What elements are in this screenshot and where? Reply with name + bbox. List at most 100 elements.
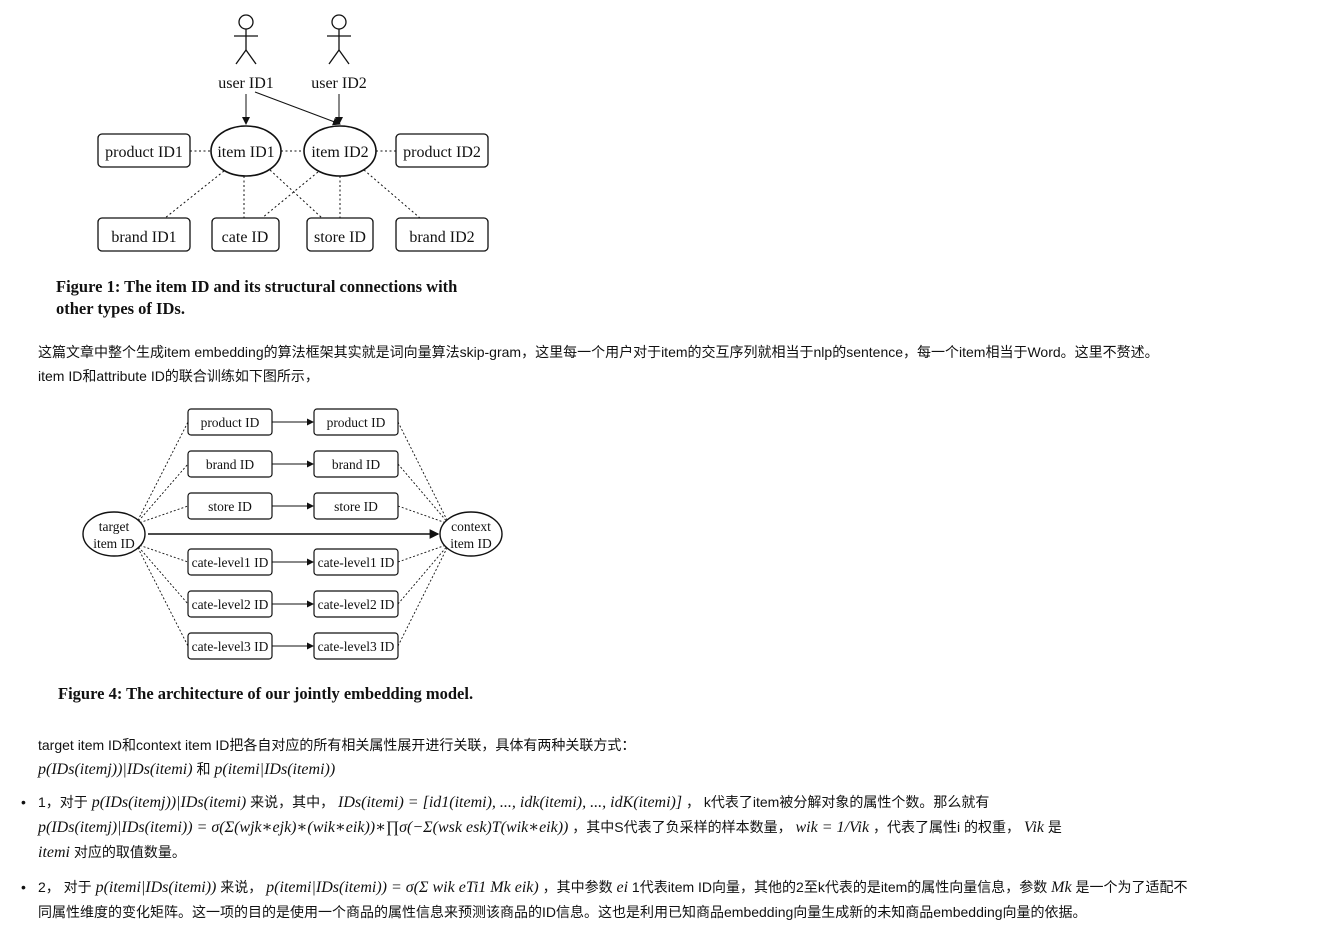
- figure-1-diagram: user ID1 user ID2 item ID1 item ID2 prod…: [97, 14, 489, 252]
- user-1-label: user ID1: [218, 75, 274, 92]
- figure-1-caption-line-2: other types of IDs.: [56, 299, 185, 318]
- intro-paragraph: 这篇文章中整个生成item embedding的算法框架其实就是词向量算法ski…: [38, 340, 1159, 388]
- left-product-id-label: product ID: [201, 415, 260, 430]
- bullet-1-formula-d: wik = 1/Vik: [795, 819, 870, 836]
- user-2-actor-icon: [327, 14, 351, 65]
- figure-4-caption: Figure 4: The architecture of our jointl…: [58, 684, 474, 703]
- cate-label: cate ID: [222, 229, 269, 246]
- edge-cate-level1-id-context: [397, 543, 450, 563]
- product-1-label: product ID1: [105, 144, 183, 161]
- right-cate-level2-id-node: [313, 590, 399, 618]
- bullet-2-formula-c: ei: [616, 879, 629, 896]
- bullet-1-prefix: 1，对于: [38, 794, 88, 810]
- context-item-label-1: context: [451, 519, 491, 534]
- edge-cate-level3-id-context: [397, 543, 450, 647]
- edge-target-product-id: [135, 421, 189, 525]
- bullet-1-formula-b: IDs(itemi) = [id1(itemi), ..., idk(itemi…: [338, 794, 683, 811]
- left-cate-level2-id-label: cate-level2 ID: [192, 597, 269, 612]
- edge-brand-id-context: [397, 463, 450, 525]
- right-store-id-label: store ID: [334, 499, 378, 514]
- bullet-1-formula-f: itemi: [38, 844, 70, 861]
- brand-2-label: brand ID2: [409, 229, 474, 246]
- bullet-2-formula-d: Mk: [1051, 879, 1072, 896]
- figure-4-diagram: product ID product ID brand ID brand ID stor…: [82, 408, 503, 660]
- bullet-1-text-1: 来说，其中，: [250, 794, 335, 810]
- right-cate-level3-id-node: [313, 632, 399, 660]
- right-brand-id-label: brand ID: [332, 457, 381, 472]
- store-node: [306, 217, 374, 252]
- bullet-2-prefix: 2， 对于: [38, 879, 92, 895]
- item-2-label: item ID2: [311, 144, 368, 161]
- bullet-1-text-2: ， k代表了item被分解对象的属性个数。那么就有: [686, 794, 990, 810]
- edge-target-brand-id: [135, 463, 189, 525]
- context-item-label-2: item ID: [450, 536, 492, 551]
- target-item-node: [82, 511, 146, 557]
- bullet-1-suffix: 对应的取值数量。: [73, 844, 186, 860]
- target-item-label-1: target: [99, 519, 130, 534]
- association-formulas: p(IDs(itemj))|IDs(itemi) 和 p(itemi|IDs(i…: [38, 757, 635, 782]
- bullet-1-formula-e: Vik: [1023, 819, 1045, 836]
- edge-target-store-id: [135, 505, 189, 525]
- bullet-2-text-3: 1代表item ID向量，其他的2至k代表的是item的属性向量信息，参数: [631, 879, 1048, 895]
- bullet-2-text-2: ，其中参数: [542, 879, 613, 895]
- figure-1-caption: Figure 1: The item ID and its structural…: [56, 276, 536, 320]
- bullet-2-line-1: 2， 对于 p(itemi|IDs(itemi)) 来说， p(itemi|ID…: [38, 875, 1336, 900]
- right-product-id-node: [313, 408, 399, 436]
- context-item-node: [439, 511, 503, 557]
- brand-1-label: brand ID1: [111, 229, 176, 246]
- edge-target-cate-level3-id: [135, 543, 189, 647]
- bullet-2-text-4: 是一个为了适配不: [1075, 879, 1188, 895]
- bullet-1-formula-a: p(IDs(itemj))|IDs(itemi): [91, 794, 247, 811]
- bullet-2-text-1: 来说，: [220, 879, 263, 895]
- brand-1-node: [97, 217, 191, 252]
- left-store-id-label: store ID: [208, 499, 252, 514]
- edge-target-cate-level1-id: [135, 543, 189, 563]
- edge-item2-cate: [261, 171, 319, 219]
- target-item-label-2: item ID: [93, 536, 135, 551]
- bullet-2-formula-a: p(itemi|IDs(itemi)): [95, 879, 217, 896]
- right-brand-id-node: [313, 450, 399, 478]
- edge-product-id-context: [397, 421, 450, 525]
- left-brand-id-label: brand ID: [206, 457, 255, 472]
- product-2-label: product ID2: [403, 144, 481, 161]
- figure-1-caption-line-1: Figure 1: The item ID and its structural…: [56, 277, 458, 296]
- intro-line-1: 这篇文章中整个生成item embedding的算法框架其实就是词向量算法ski…: [38, 344, 1159, 360]
- bullet-1-line-3: itemi 对应的取值数量。: [38, 840, 1336, 865]
- association-paragraph: target item ID和context item ID把各自对应的所有相关…: [38, 733, 635, 782]
- bullet-1-text-5: 是: [1047, 819, 1062, 835]
- method-bullet-list: 1，对于 p(IDs(itemj))|IDs(itemi) 来说，其中， IDs…: [21, 790, 1336, 935]
- right-cate-level2-id-label: cate-level2 ID: [318, 597, 395, 612]
- edge-cate-level2-id-context: [397, 543, 450, 605]
- bullet-2-line-2: 同属性维度的变化矩阵。这一项的目的是使用一个商品的属性信息来预测该商品的ID信息…: [38, 904, 1087, 920]
- cate-node: [211, 217, 280, 252]
- right-cate-level1-id-node: [313, 548, 399, 576]
- formula-attr-to-attr: p(IDs(itemj))|IDs(itemi): [38, 761, 193, 778]
- edge-item1-brand1: [164, 170, 225, 219]
- right-cate-level3-id-label: cate-level3 ID: [318, 639, 395, 654]
- bullet-1: 1，对于 p(IDs(itemj))|IDs(itemi) 来说，其中， IDs…: [21, 790, 1336, 865]
- edge-item2-brand2: [363, 169, 421, 219]
- edge-item1-store: [269, 169, 323, 219]
- left-cate-level3-id-label: cate-level3 ID: [192, 639, 269, 654]
- bullet-1-formula-c: p(IDs(itemj)|IDs(itemi)) = σ(Σ(wjk∗ejk)∗…: [38, 819, 569, 836]
- bullet-1-text-4: ，代表了属性i 的权重，: [872, 819, 1020, 835]
- user-2-label: user ID2: [311, 75, 367, 92]
- bullet-1-line-1: 1，对于 p(IDs(itemj))|IDs(itemi) 来说，其中， IDs…: [38, 790, 1336, 815]
- left-cate-level1-id-label: cate-level1 ID: [192, 555, 269, 570]
- bullet-2: 2， 对于 p(itemi|IDs(itemi)) 来说， p(itemi|ID…: [21, 875, 1336, 925]
- intro-line-2: item ID和attribute ID的联合训练如下图所示，: [38, 368, 319, 384]
- right-cate-level1-id-label: cate-level1 ID: [318, 555, 395, 570]
- formula-conjunction: 和: [196, 761, 211, 777]
- edge-user1-item2: [254, 91, 341, 126]
- edge-store-id-context: [397, 505, 450, 525]
- association-line-1: target item ID和context item ID把各自对应的所有相关…: [38, 737, 636, 753]
- formula-attr-to-item: p(itemi|IDs(itemi)): [214, 761, 336, 778]
- right-product-id-label: product ID: [327, 415, 386, 430]
- item-1-label: item ID1: [217, 144, 274, 161]
- right-store-id-node: [313, 492, 399, 520]
- brand-2-node: [395, 217, 489, 252]
- bullet-2-formula-b: p(itemi|IDs(itemi)) = σ(Σ wik eTi1 Mk ei…: [266, 879, 539, 896]
- bullet-1-text-3: ，其中S代表了负采样的样本数量，: [572, 819, 792, 835]
- edge-target-cate-level2-id: [135, 543, 189, 605]
- bullet-1-line-2: p(IDs(itemj)|IDs(itemi)) = σ(Σ(wjk∗ejk)∗…: [38, 815, 1336, 840]
